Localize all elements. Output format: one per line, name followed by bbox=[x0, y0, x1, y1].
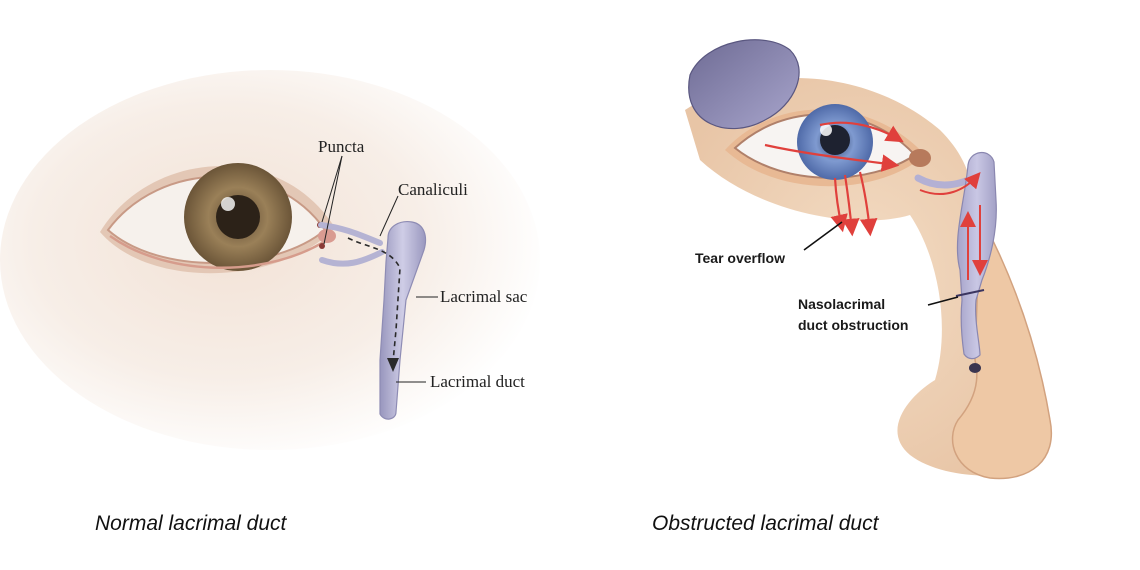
normal-duct-illustration: Puncta Canaliculi Lacrimal sac Lacrimal … bbox=[0, 0, 580, 480]
label-puncta: Puncta bbox=[318, 137, 365, 156]
tear-overflow-leader bbox=[803, 221, 843, 251]
flow-arrowhead bbox=[387, 358, 399, 372]
obstructed-duct-drawing bbox=[685, 39, 1053, 480]
nasolacrimal-sac-duct bbox=[956, 152, 997, 360]
eye-highlight bbox=[221, 197, 235, 211]
face-skin bbox=[685, 77, 1036, 476]
canaliculi-leader bbox=[379, 195, 399, 237]
lower-canaliculus bbox=[319, 249, 385, 267]
obstruction-leader bbox=[927, 296, 959, 306]
puncta-leader-lower bbox=[323, 155, 343, 245]
nose bbox=[951, 212, 1053, 480]
eye-highlight bbox=[820, 124, 832, 136]
overflow-arrow-2 bbox=[858, 171, 878, 237]
flow-arrow-upper bbox=[819, 121, 904, 143]
lacrimal-sac-duct bbox=[379, 221, 427, 420]
label-canaliculi: Canaliculi bbox=[398, 180, 468, 199]
nostril-opening bbox=[969, 363, 981, 373]
flow-arrow-across bbox=[764, 143, 900, 172]
caruncle bbox=[909, 149, 931, 167]
puncta-leader-upper bbox=[321, 155, 343, 223]
upper-canaliculus bbox=[318, 222, 383, 246]
punctum-lower bbox=[319, 243, 325, 249]
lower-lid bbox=[109, 234, 331, 269]
caption-normal: Normal lacrimal duct bbox=[95, 512, 287, 535]
tear-flow-path bbox=[347, 237, 401, 363]
obstructed-duct-illustration: Tear overflow Nasolacrimal duct obstruct… bbox=[580, 0, 1140, 480]
caption-obstructed: Obstructed lacrimal duct bbox=[652, 512, 879, 535]
obstruction-point bbox=[955, 289, 985, 297]
label-obstruction-line1: Nasolacrimal bbox=[798, 296, 886, 312]
lacrimal-gland bbox=[688, 39, 800, 130]
label-obstruction-line2: duct obstruction bbox=[798, 317, 909, 333]
overflow-arrow-1 bbox=[842, 174, 860, 237]
normal-duct-drawing bbox=[0, 70, 540, 450]
label-lacrimal-sac: Lacrimal sac bbox=[440, 287, 528, 306]
duct-arrow-in bbox=[919, 171, 981, 195]
label-lacrimal-duct: Lacrimal duct bbox=[430, 372, 525, 391]
caruncle bbox=[318, 229, 336, 243]
label-tear-overflow: Tear overflow bbox=[695, 250, 785, 266]
